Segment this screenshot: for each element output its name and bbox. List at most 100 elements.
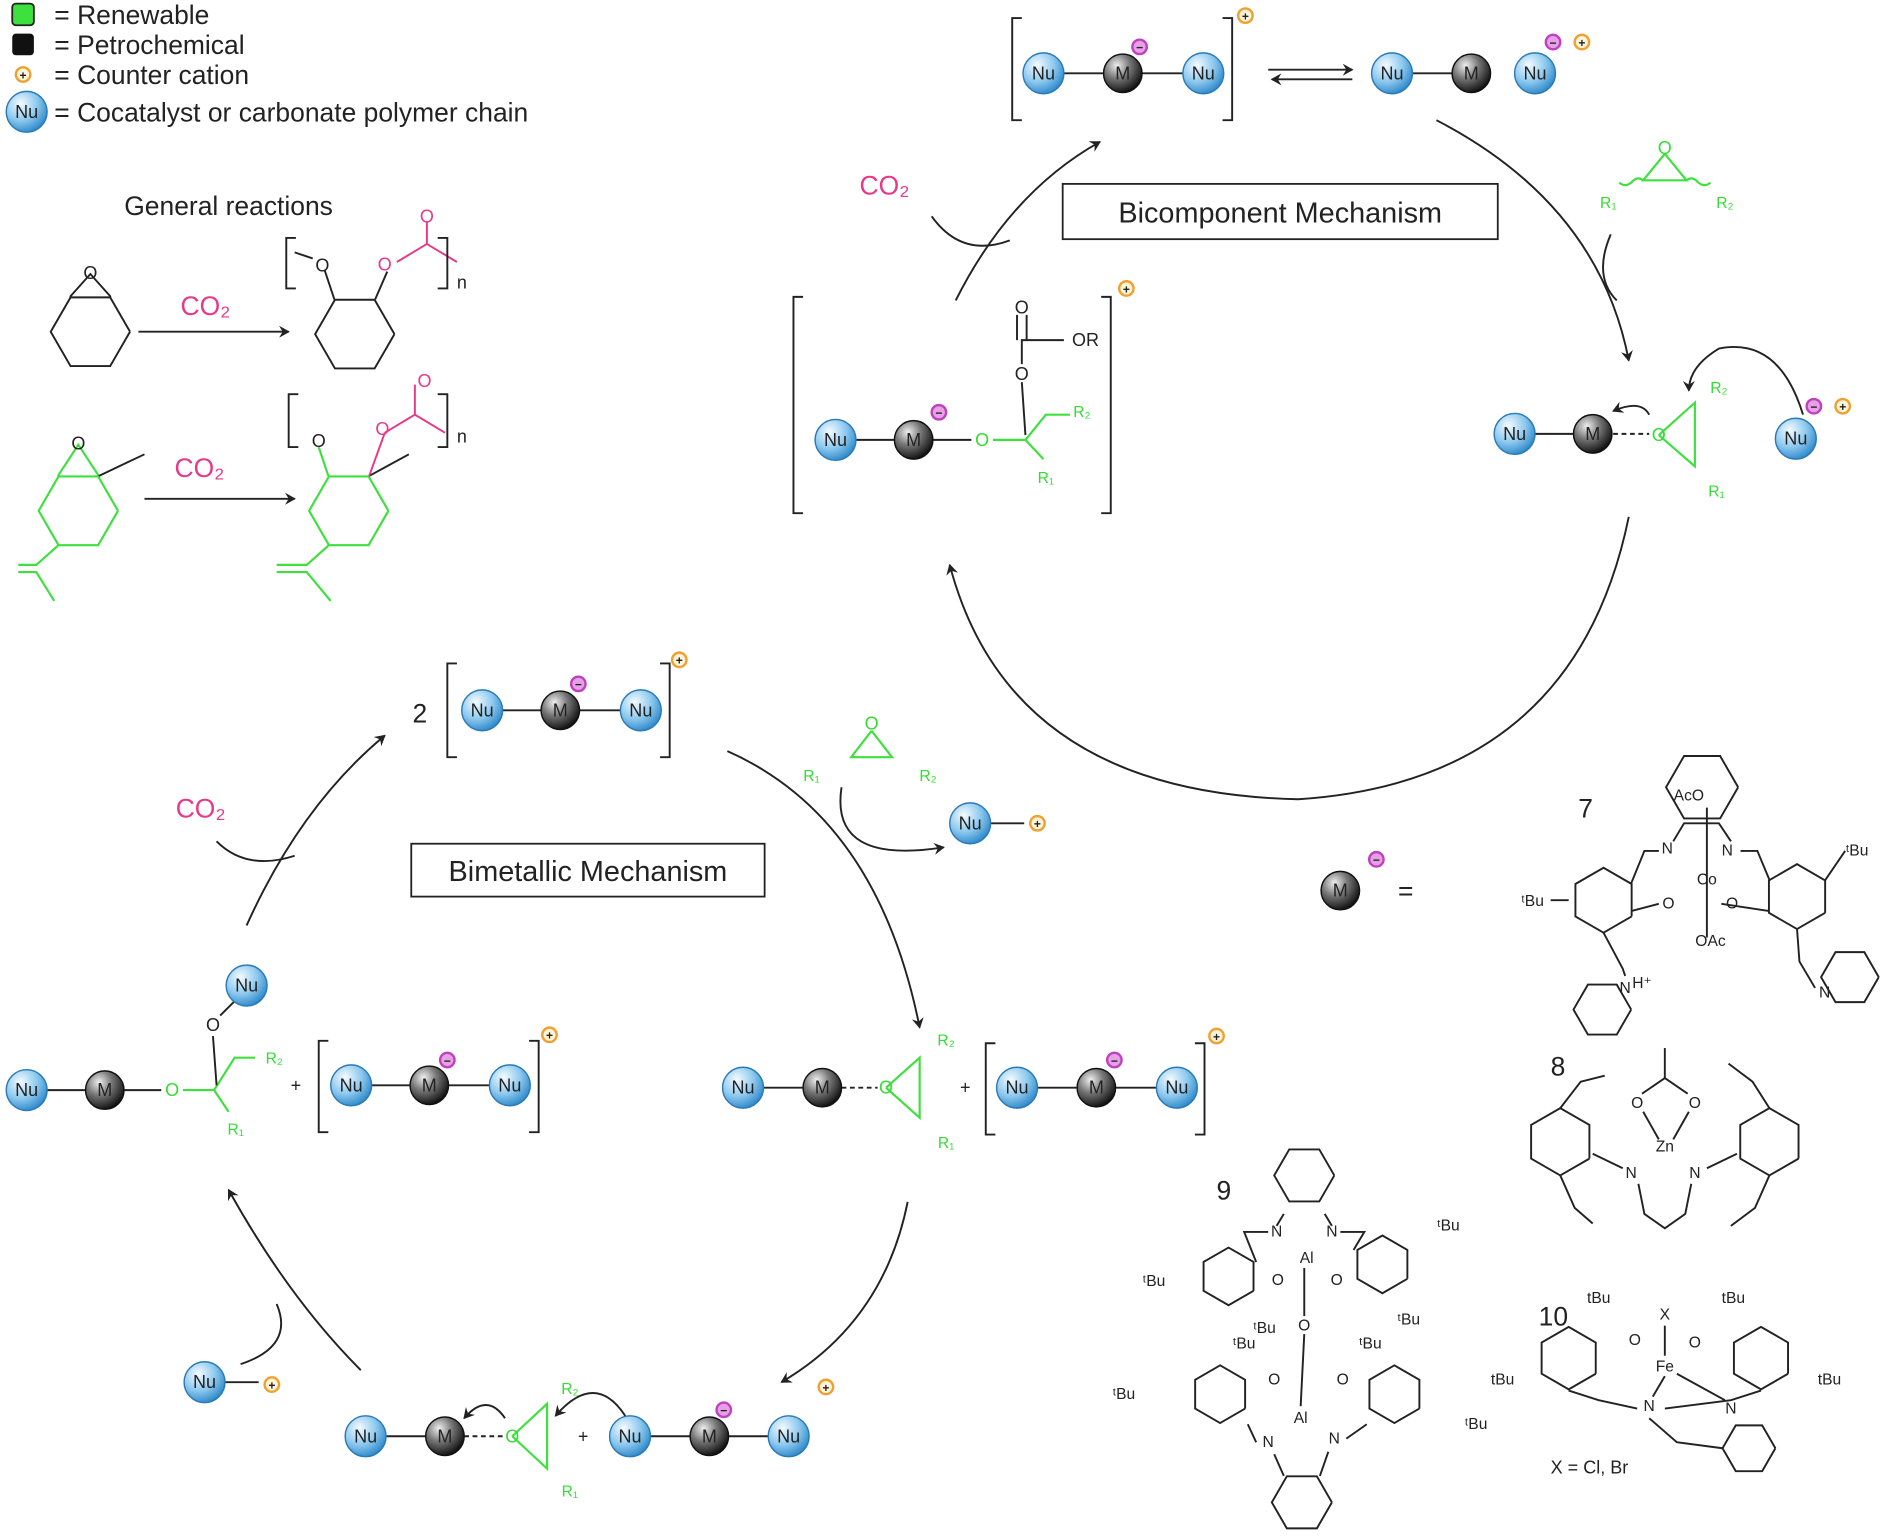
imine <box>1345 1423 1368 1440</box>
nu-label: Nu <box>1192 63 1215 83</box>
pyridine-ring <box>1721 1424 1777 1473</box>
nu-label: Nu <box>629 700 652 720</box>
aryl-ring <box>1739 1107 1800 1177</box>
tbu: tBu <box>1818 1372 1841 1389</box>
c10-atom: X <box>1660 1307 1671 1324</box>
nu-label: Nu <box>15 1080 38 1100</box>
minus-charge-icon <box>1131 38 1149 56</box>
c9-atom: N <box>1326 1224 1337 1241</box>
o-label: O <box>206 1015 220 1035</box>
metal-ball <box>689 1416 730 1457</box>
metal-ball <box>424 1416 465 1457</box>
epoxide-reagent <box>1640 153 1689 182</box>
nu-label: Nu <box>1524 63 1547 83</box>
bond <box>317 446 330 477</box>
minus-sign: − <box>575 678 582 692</box>
alkoxide-o: O <box>975 430 989 450</box>
compound-10-number: 10 <box>1539 1302 1568 1332</box>
ester-o: O <box>1015 364 1029 384</box>
c10-atom: N <box>1644 1398 1655 1415</box>
metal-label: M <box>1115 63 1130 83</box>
chain-o: O <box>312 431 326 451</box>
metal-label: M <box>702 1426 717 1446</box>
legend-petrochemical: = Petrochemical <box>54 30 244 60</box>
poly-1-left-bracket <box>285 237 296 290</box>
bond <box>1592 1152 1624 1170</box>
ring-opened-complex-left-bracket <box>792 295 804 515</box>
tbu: ᵗBu <box>1253 1320 1276 1337</box>
plus-sign: + <box>960 1078 971 1098</box>
epoxide-o: O <box>1652 425 1666 445</box>
o: O <box>1689 1095 1701 1112</box>
bicomponent-box <box>1061 182 1499 241</box>
c9-atom: O <box>1268 1372 1280 1389</box>
metal-label: M <box>906 430 921 450</box>
ethyl <box>1559 1175 1594 1225</box>
nu-ball <box>995 1066 1039 1109</box>
tbu: ᵗBu <box>1233 1336 1256 1353</box>
bond <box>1602 932 1627 977</box>
zn: Zn <box>1656 1138 1674 1155</box>
chain <box>213 1056 256 1091</box>
bond <box>1323 1213 1333 1227</box>
r1-label: R₁ <box>228 1122 245 1139</box>
nu-ball <box>1774 417 1817 460</box>
r2-label: R₂ <box>1710 380 1727 397</box>
r1-label: R₁ <box>1708 483 1725 500</box>
plus-charge-icon <box>817 1378 835 1396</box>
cyclohexane-ring <box>1664 755 1739 820</box>
metal-ball <box>1451 53 1492 94</box>
minus-sign: − <box>1373 853 1380 867</box>
legend-renewable: = Renewable <box>54 0 209 30</box>
plus-sign: + <box>1213 1030 1220 1044</box>
polycarbonate-ring <box>314 298 396 370</box>
co2-curl <box>930 215 1011 247</box>
epoxide-o: O <box>83 263 97 283</box>
minus-sign: − <box>1136 41 1143 55</box>
c9-atom: N <box>1263 1434 1274 1451</box>
co2-label-reaction-1: CO₂ <box>181 291 231 321</box>
bimetallic-start-right-bracket <box>660 662 671 759</box>
bond <box>294 251 314 260</box>
ethyl <box>1727 1062 1771 1109</box>
plus-sign: + <box>676 654 683 668</box>
bimetallic-title: Bimetallic Mechanism <box>449 856 728 888</box>
nu-ball <box>1182 52 1225 95</box>
nu-ball <box>619 689 662 732</box>
bond <box>1299 1334 1306 1407</box>
epoxide-curl <box>1602 233 1618 302</box>
nu-ball <box>1370 52 1414 95</box>
or-label: OR <box>1072 330 1099 350</box>
carbonate-o: O <box>378 254 392 274</box>
general-reactions-title: General reactions <box>124 191 333 221</box>
ethyl <box>1559 1074 1605 1109</box>
nu-label: Nu <box>777 1426 800 1446</box>
chain <box>992 438 1045 460</box>
plus-charge-icon <box>1029 814 1046 832</box>
c10-atom: O <box>1629 1332 1641 1349</box>
n: N <box>1819 985 1830 1002</box>
epoxide-o: O <box>865 714 879 734</box>
renewable-swatch-icon <box>11 2 35 27</box>
c9-atom: O <box>1298 1317 1310 1334</box>
plus-charge-icon <box>670 651 688 669</box>
chain <box>182 1089 230 1113</box>
aryl-ring <box>1194 1364 1247 1425</box>
legend-cocatalyst: = Cocatalyst or carbonate polymer chain <box>54 97 528 127</box>
epoxide-o: O <box>505 1426 519 1446</box>
metal-label: M <box>553 700 568 720</box>
co2-label-bimetallic: CO₂ <box>176 793 226 823</box>
bicomponent-title: Bicomponent Mechanism <box>1118 197 1442 229</box>
r2-label: R₂ <box>937 1033 954 1050</box>
plus-sign: + <box>1123 282 1130 296</box>
top-complex-left-bracket <box>1011 17 1022 122</box>
nu-ball <box>1513 52 1557 95</box>
minus-charge-icon <box>715 1401 733 1419</box>
tbu: ᵗBu <box>1143 1273 1166 1290</box>
metal-label: M <box>1464 63 1479 83</box>
carbonate-bond <box>384 413 446 434</box>
r1-label: R₁ <box>1038 470 1055 487</box>
tbu: tBu <box>1722 1290 1745 1307</box>
c10-atom: O <box>1689 1334 1701 1351</box>
